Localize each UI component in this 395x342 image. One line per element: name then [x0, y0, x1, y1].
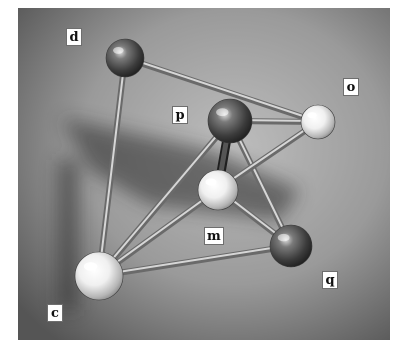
left-margin — [0, 0, 18, 342]
atom-o — [301, 105, 335, 139]
atom-m — [198, 170, 238, 210]
atom-highlight-q — [278, 234, 290, 242]
label-d: d — [66, 28, 82, 46]
label-m: m — [204, 227, 224, 245]
top-margin — [0, 0, 395, 8]
label-p: p — [172, 106, 188, 124]
label-o: o — [343, 78, 359, 96]
atom-highlight-c — [84, 262, 97, 271]
atom-highlight-d — [113, 47, 124, 54]
atom-d — [106, 39, 144, 77]
label-q: q — [322, 271, 338, 289]
atom-c — [75, 252, 123, 300]
atom-highlight-m — [205, 178, 216, 185]
label-c: c — [47, 304, 63, 322]
atom-highlight-p — [216, 108, 228, 116]
atom-q — [270, 225, 312, 267]
atom-p — [208, 99, 252, 143]
atom-highlight-o — [307, 112, 317, 118]
